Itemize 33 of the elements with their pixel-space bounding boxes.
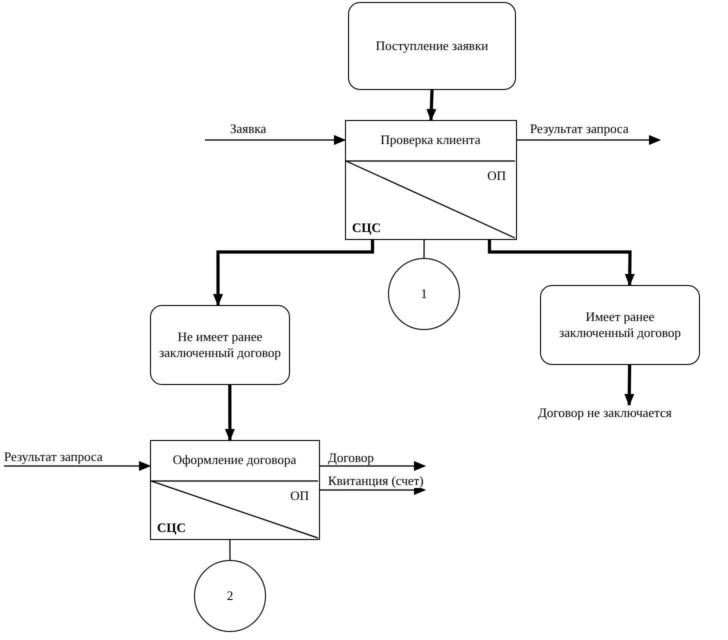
function-box xyxy=(345,120,517,240)
connector-line xyxy=(423,240,425,258)
outcome-text: Договор не заключается xyxy=(538,405,728,421)
arrow xyxy=(320,461,426,471)
event-text: Не имеет ранее заключенный договор xyxy=(159,329,281,361)
function-box xyxy=(150,440,320,540)
event-text: Поступление заявки xyxy=(376,38,488,54)
arrow xyxy=(213,240,374,306)
arrow xyxy=(205,135,346,145)
function-name: Проверка клиента xyxy=(380,133,482,147)
unit-label: ОП xyxy=(290,489,309,503)
edge-label: Результат запроса xyxy=(4,450,103,464)
circle-number: 1 xyxy=(420,286,428,302)
edge-label: Заявка xyxy=(230,122,266,136)
edge-label: Результат запроса xyxy=(530,122,629,136)
system-label: СЦС xyxy=(157,521,186,535)
arrow xyxy=(426,90,436,121)
event-box xyxy=(150,305,290,385)
arrow xyxy=(624,364,634,406)
arrow xyxy=(224,385,235,441)
function-name: Оформление договора xyxy=(172,453,298,467)
event-text: Имеет ранее заключенный договор xyxy=(558,309,682,341)
event-box xyxy=(540,285,700,365)
circle-number: 2 xyxy=(226,588,234,604)
unit-label: ОП xyxy=(487,169,506,183)
arrow xyxy=(488,240,635,286)
system-label: СЦС xyxy=(352,221,381,235)
edge-label: Квитанция (счет) xyxy=(328,474,424,488)
arrow xyxy=(4,461,151,471)
arrow xyxy=(517,135,661,145)
edge-label: Договор xyxy=(328,451,374,465)
connector-line xyxy=(229,540,231,560)
event-box xyxy=(348,2,516,90)
